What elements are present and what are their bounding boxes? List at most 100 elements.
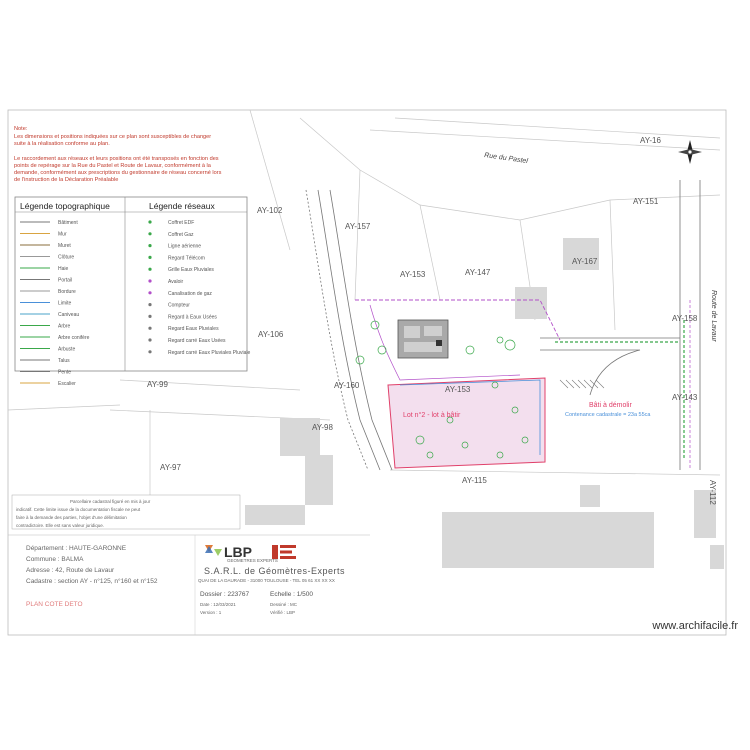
cadastre-note-line: Parcellaire cadastral figuré en mis à jo… xyxy=(70,499,151,504)
watermark: www.archifacile.fr xyxy=(652,620,738,632)
lot-boundary-blue xyxy=(399,379,541,455)
legend-topo-title: Légende topographique xyxy=(20,201,110,211)
version: Version : 1 xyxy=(200,610,222,615)
legend-topo-item: Talus xyxy=(58,358,70,364)
legend-swatch xyxy=(148,303,152,307)
legend-topo-item: Arbuste xyxy=(58,347,75,353)
info-departement: Département : HAUTE-GARONNE xyxy=(26,545,127,552)
ge-logo xyxy=(272,545,296,559)
note-line: demande, conformément aux prescriptions … xyxy=(14,170,222,176)
dossier: Dossier : 223767 xyxy=(200,591,250,598)
road-west xyxy=(305,189,393,471)
parcel-lines xyxy=(7,109,721,500)
legend-swatch xyxy=(148,255,152,259)
parcel-label: AY-167 xyxy=(572,257,598,266)
legend-net-item: Canalisation de gaz xyxy=(168,291,212,297)
note-line: suite à la réalisation conforme au plan. xyxy=(14,141,110,147)
legend-topo-item: Clôture xyxy=(58,255,74,261)
parcel-label: AY-157 xyxy=(345,222,371,231)
red-note: Note: Les dimensions et positions indiqu… xyxy=(14,126,222,183)
road-east xyxy=(540,180,701,470)
parcel-label: AY-153 xyxy=(400,270,426,279)
parcel-label: AY-112 xyxy=(708,480,717,505)
echelle: Echelle : 1/500 xyxy=(270,591,313,598)
hedge-east xyxy=(555,320,685,460)
annotation-subtitle: Contenance cadastrale = 23a 55ca xyxy=(565,412,651,418)
cadastre-note-line: contradictoire. Elle est sans valeur jur… xyxy=(16,523,104,528)
parcel-label: AY-97 xyxy=(160,463,181,472)
parcel-label: AY-102 xyxy=(257,206,283,215)
legend-net-item: Regard carré Eaux Usées xyxy=(168,338,226,344)
note-line: Les dimensions et positions indiquées su… xyxy=(14,134,211,140)
legend-net-item: Avaloir xyxy=(168,279,184,285)
legend-topo-item: Caniveau xyxy=(58,312,79,318)
legend-swatch xyxy=(148,326,152,330)
road-name-east: Route de Lavaur xyxy=(710,290,717,342)
legend-topo-item: Limite xyxy=(58,301,72,307)
legend-net-title: Légende réseaux xyxy=(149,201,215,211)
title-block: Département : HAUTE-GARONNE Commune : BA… xyxy=(8,534,370,635)
legend-swatch xyxy=(148,220,152,224)
legend-net-item: Ligne aérienne xyxy=(168,244,201,250)
legend-swatch xyxy=(148,232,152,236)
legend-swatch xyxy=(148,291,152,295)
network-line-2 xyxy=(369,304,521,381)
parcel-label: AY-160 xyxy=(334,381,360,390)
legend-swatch xyxy=(148,267,152,271)
legend-swatch xyxy=(148,244,152,248)
parcel-labels: AY-102 AY-157 AY-153 AY-147 AY-167 AY-10… xyxy=(147,136,717,505)
north-arrow-icon xyxy=(678,140,702,164)
cadastre-note-line: indicatif. Cette limite issue de la docu… xyxy=(16,507,141,512)
company-address: QUAI DE LA DAURADE - 31000 TOULOUSE - TE… xyxy=(198,578,335,583)
parcel-label: AY-16 xyxy=(640,136,661,145)
legend-swatch xyxy=(148,338,152,342)
parcel-label: AY-106 xyxy=(258,330,284,339)
legend-topo-item: Portail xyxy=(58,278,72,284)
network-line xyxy=(355,299,561,341)
legend-swatch xyxy=(148,279,152,283)
cadastre-note-line: faire à la demande des parties, l'objet … xyxy=(16,515,127,520)
legend-topo-item: Escalier xyxy=(58,381,76,387)
legend-net-item: Compteur xyxy=(168,303,190,309)
legend-swatch xyxy=(148,314,152,318)
lot-label: Lot n°2 - lot à bâtir xyxy=(403,411,461,419)
logo-subtext: GEOMETRES EXPERTS xyxy=(227,558,278,563)
parcel-label: AY-99 xyxy=(147,380,168,389)
trees xyxy=(355,320,529,459)
legend-net-item: Grille Eaux Pluviales xyxy=(168,267,214,273)
existing-building xyxy=(397,319,449,359)
hatched-area xyxy=(559,379,605,389)
legend-topo-items: BâtimentMurMuretClôtureHaiePortailBordur… xyxy=(20,220,90,387)
verifie: Vérifié : LBP xyxy=(270,610,295,615)
dessine: Dessiné : MC xyxy=(270,602,298,607)
parcel-label: AY-98 xyxy=(312,423,333,432)
legend-swatch xyxy=(148,350,152,354)
note-line: points de repérage sur la Rue du Pastel … xyxy=(14,163,212,169)
annotation-title: Bâti à démolir xyxy=(589,402,632,409)
legend-topo-item: Bordure xyxy=(58,289,76,295)
cadastre-note: Parcellaire cadastral figuré en mis à jo… xyxy=(11,494,241,530)
parcel-label: AY-115 xyxy=(462,476,487,485)
legend-net-item: Regard Télécom xyxy=(168,255,205,261)
parcel-label: AY-147 xyxy=(465,268,491,277)
logo-text: LBP xyxy=(224,544,252,560)
lbp-logo: LBP GEOMETRES EXPERTS xyxy=(205,544,278,563)
legend-net-item: Regard carré Eaux Pluviales Pluviale xyxy=(168,350,250,356)
date: Date : 12/03/2021 xyxy=(200,602,236,607)
plan-type: PLAN COTE DETO xyxy=(26,601,83,608)
legend-topo-item: Bâtiment xyxy=(58,220,78,226)
legend-topo-item: Pente xyxy=(58,370,71,376)
legend-topo-item: Haie xyxy=(58,266,69,272)
legend-topo-item: Mur xyxy=(58,232,67,238)
company-name: S.A.R.L. de Géomètres-Experts xyxy=(204,566,345,576)
legend-net-item: Coffret Gaz xyxy=(168,232,194,238)
parcel-label: AY-158 xyxy=(672,314,698,323)
legend-box: Légende topographique Légende réseaux xyxy=(14,196,248,372)
note-line: de l'instruction de la Déclaration Préal… xyxy=(14,177,118,183)
legend-topo-item: Arbre xyxy=(58,324,70,330)
info-cadastre: Cadastre : section AY - n°125, n°160 et … xyxy=(26,577,158,585)
note-line: Le raccordement aux réseaux et leurs pos… xyxy=(14,156,219,162)
legend-net-item: Coffret EDF xyxy=(168,220,194,226)
